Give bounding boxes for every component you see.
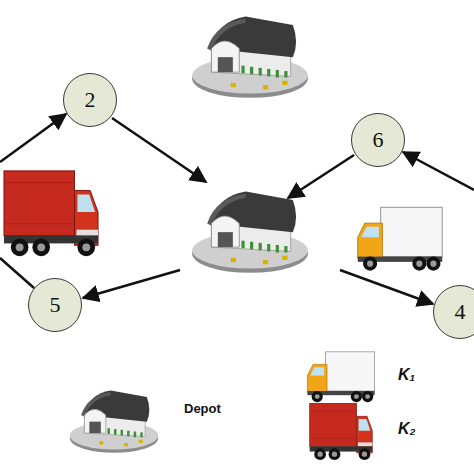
route-arrow [403,152,474,190]
customer-circle: 2 [63,73,117,127]
route-arrow [112,118,206,182]
red-truck [4,171,98,256]
customer-circle: 6 [351,113,405,167]
legend-label: K₂ [398,420,416,438]
route-arrow [0,114,66,162]
white-truck [358,207,442,270]
node-number: 5 [50,294,61,316]
customer-circle: 5 [28,278,82,332]
route-line [0,258,34,288]
warehouse-icon [192,16,308,97]
route-arrow [288,155,354,198]
node-number: 4 [455,301,466,323]
route-arrow [83,270,180,298]
legend-white-truck [307,352,374,402]
legend-red-truck [310,403,373,460]
node-number: 6 [373,129,384,151]
legend-label: Depot [184,402,221,416]
route-arrow [340,270,433,304]
node-number: 2 [85,89,96,111]
legend-depot-icon [70,390,159,452]
legend-label: K₁ [398,366,415,384]
central-depot-icon [192,191,308,272]
route-arrows [0,114,474,304]
customer-circle: 4 [433,285,474,339]
